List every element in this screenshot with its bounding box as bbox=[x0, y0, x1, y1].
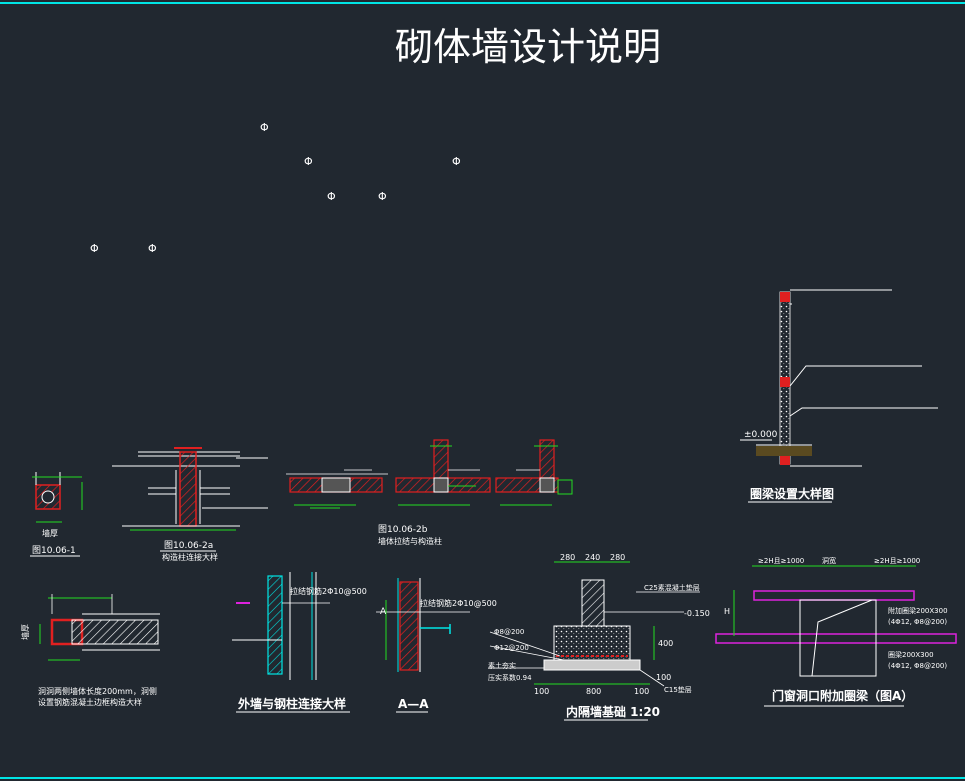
dim-value: 洞宽 bbox=[822, 556, 836, 565]
phi-marker: Φ bbox=[148, 242, 157, 255]
dim-value: 240 bbox=[585, 553, 600, 562]
detail-opening-frame: 墙厚 洞洞两侧墙体长度200mm，洞侧 设置钢筋混凝土边框构造大样 bbox=[20, 594, 160, 707]
dim-value: 400 bbox=[658, 639, 673, 648]
detail-wall-ties: 图10.06-2b 墙体拉结与构造柱 bbox=[286, 439, 573, 546]
detail-note: 设置钢筋混凝土边框构造大样 bbox=[38, 697, 142, 707]
detail-caption: 外墙与钢柱连接大样 bbox=[238, 696, 346, 711]
dim-value: 280 bbox=[560, 553, 575, 562]
phi-marker: Φ bbox=[90, 242, 99, 255]
note-rebar: Φ8@200 bbox=[494, 628, 524, 636]
beam-note: 圈梁200X300 bbox=[888, 650, 934, 659]
beam-note: 附加圈梁200X300 bbox=[888, 606, 948, 615]
detail-caption: 门窗洞口附加圈梁（图A） bbox=[772, 688, 913, 703]
detail-column-connection: 图10.06-2a 构造柱连接大样 bbox=[112, 447, 268, 562]
phi-marker: Φ bbox=[452, 155, 461, 168]
phi-marker: Φ bbox=[378, 190, 387, 203]
note-c15: C15垫层 bbox=[664, 685, 692, 694]
phi-marker: Φ bbox=[327, 190, 336, 203]
detail-subcaption: 构造柱连接大样 bbox=[162, 552, 218, 562]
dim-value: 100 bbox=[656, 673, 671, 682]
detail-partition-foundation: 280 240 280 C25素混凝土垫层 -0.150 Φ8@200 Φ12@… bbox=[488, 553, 710, 721]
detail-caption: 圈梁设置大样图 bbox=[750, 486, 834, 501]
detail-caption: 图10.06-2b bbox=[378, 524, 428, 535]
beam-note: (4Φ12, Φ8@200) bbox=[888, 618, 947, 626]
dim-label: 墙厚 bbox=[20, 624, 30, 640]
detail-column-section: 墙厚 图10.06-1 bbox=[30, 472, 83, 557]
rebar-note: 拉结钢筋2Φ10@500 bbox=[290, 586, 367, 596]
dim-value: ≥2H且≥1000 bbox=[758, 557, 804, 565]
detail-wall-steel-column: 拉结钢筋2Φ10@500 外墙与钢柱连接大样 bbox=[232, 572, 367, 713]
dim-value: 100 bbox=[534, 687, 549, 696]
detail-subcaption: 墙体拉结与构造柱 bbox=[378, 536, 442, 546]
dim-value: H bbox=[724, 607, 730, 616]
dim-value: 800 bbox=[586, 687, 601, 696]
page-title: 砌体墙设计说明 bbox=[395, 25, 661, 69]
note-elevation: -0.150 bbox=[684, 609, 710, 618]
dim-label: 墙厚 bbox=[42, 528, 58, 538]
phi-markers: Φ Φ Φ Φ Φ Φ Φ bbox=[90, 121, 461, 255]
rebar-note: 拉结钢筋2Φ10@500 bbox=[420, 598, 497, 608]
detail-caption: 图10.06-2a bbox=[164, 540, 213, 551]
detail-caption: 图10.06-1 bbox=[32, 545, 76, 556]
phi-marker: Φ bbox=[304, 155, 313, 168]
elevation-label: ±0.000 bbox=[744, 430, 778, 440]
dim-value: 100 bbox=[634, 687, 649, 696]
detail-ring-beam-elevation: ±0.000 圈梁设置大样图 bbox=[740, 289, 938, 503]
detail-opening-ring-beam: ≥2H且≥1000 洞宽 ≥2H且≥1000 H 附加圈梁200X300 (4Φ… bbox=[715, 556, 957, 707]
detail-note: 洞洞两侧墙体长度200mm，洞侧 bbox=[38, 686, 157, 696]
note-rebar: Φ12@200 bbox=[494, 644, 529, 652]
note-soil: 压实系数0.94 bbox=[488, 673, 532, 682]
note-concrete: C25素混凝土垫层 bbox=[644, 583, 700, 592]
beam-note: (4Φ12, Φ8@200) bbox=[888, 662, 947, 670]
dim-value: ≥2H且≥1000 bbox=[874, 557, 920, 565]
detail-section-aa: A 拉结钢筋2Φ10@500 A—A bbox=[376, 578, 497, 713]
detail-caption: 内隔墙基础 1:20 bbox=[566, 704, 660, 719]
section-mark: A bbox=[380, 607, 387, 617]
dim-value: 280 bbox=[610, 553, 625, 562]
detail-caption: A—A bbox=[398, 697, 429, 711]
phi-marker: Φ bbox=[260, 121, 269, 134]
note-soil: 素土夯实 bbox=[488, 661, 516, 670]
